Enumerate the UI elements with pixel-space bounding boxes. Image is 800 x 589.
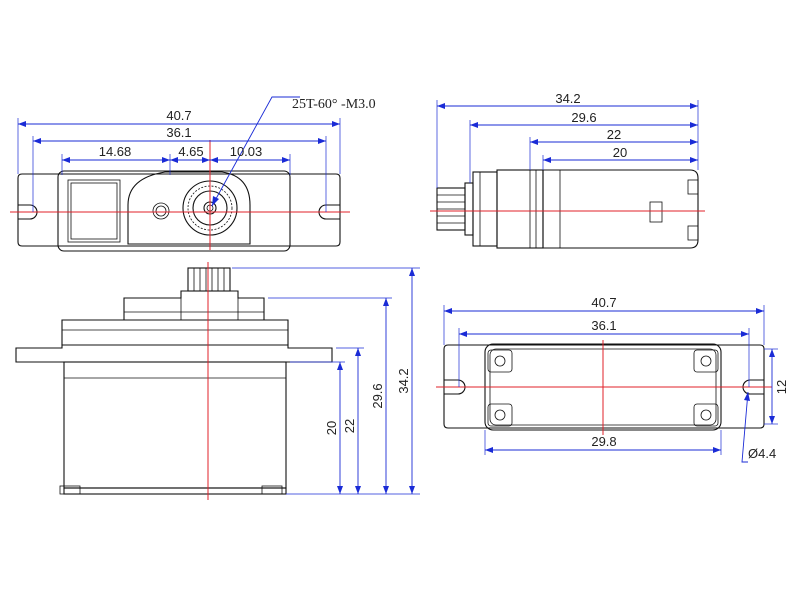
- dim-right-length-total: 34.2: [555, 91, 580, 106]
- bottom-view-screw-pad-br: [693, 403, 719, 427]
- side-view-bottom-cover: [63, 487, 287, 495]
- side-view-gear-housing: [123, 290, 265, 320]
- dim-right-length-c: 22: [607, 127, 621, 142]
- side-view-flange: [15, 344, 333, 363]
- right-view-top-cover: [472, 171, 498, 247]
- dim-top-shaft-offset: 4.65: [178, 144, 203, 159]
- top-view-boss: [127, 171, 251, 245]
- bottom-view-flange: [443, 344, 765, 429]
- dim-right-length-d: 20: [613, 145, 627, 160]
- right-view: 34.2 29.6 22 20: [430, 91, 705, 249]
- bottom-view-screw-pad-tl: [487, 349, 513, 373]
- top-view-idle-gear: [152, 202, 170, 220]
- dim-bottom-flange-height: 12: [774, 380, 789, 394]
- bottom-view-screw-pad-bl: [487, 403, 513, 427]
- bottom-view-screw-pad-tr: [693, 349, 719, 373]
- bottom-view: 40.7 36.1 29.8 12 Ø4.4: [436, 295, 789, 463]
- top-view-callout-leader: [211, 96, 300, 207]
- dim-top-right-offset: 10.03: [230, 144, 263, 159]
- bottom-view-hole-leader: [741, 391, 749, 463]
- dim-side-height-c: 22: [342, 419, 357, 433]
- dim-bottom-body-width: 29.8: [591, 434, 616, 449]
- top-view: 40.7 36.1 14.68 4.65 10.03 25T-60° -M3.0: [10, 96, 376, 252]
- dim-bottom-hole-spacing: 36.1: [591, 318, 616, 333]
- side-view-case: [63, 361, 287, 489]
- right-view-gear-housing: [464, 182, 474, 236]
- top-view-label-window: [67, 179, 121, 243]
- dim-side-height-total: 34.2: [396, 368, 411, 393]
- top-view-spline-callout: 25T-60° -M3.0: [292, 97, 376, 112]
- dim-bottom-hole-diameter: Ø4.4: [748, 446, 776, 461]
- top-view-case: [57, 170, 291, 252]
- dim-right-length-b: 29.6: [571, 110, 596, 125]
- right-view-connector: [649, 201, 663, 223]
- dim-top-overall-width: 40.7: [166, 108, 191, 123]
- dim-side-height-d: 20: [324, 421, 339, 435]
- right-view-case: [542, 169, 699, 249]
- side-view-top-cover: [61, 319, 289, 345]
- side-view: 34.2 29.6 22 20: [15, 262, 420, 500]
- top-view-label-inner: [70, 182, 118, 240]
- dim-top-hole-spacing: 36.1: [166, 125, 191, 140]
- top-view-flange: [17, 173, 341, 247]
- dim-bottom-overall-width: 40.7: [591, 295, 616, 310]
- dim-top-left-offset: 14.68: [99, 144, 132, 159]
- dim-side-height-b: 29.6: [370, 383, 385, 408]
